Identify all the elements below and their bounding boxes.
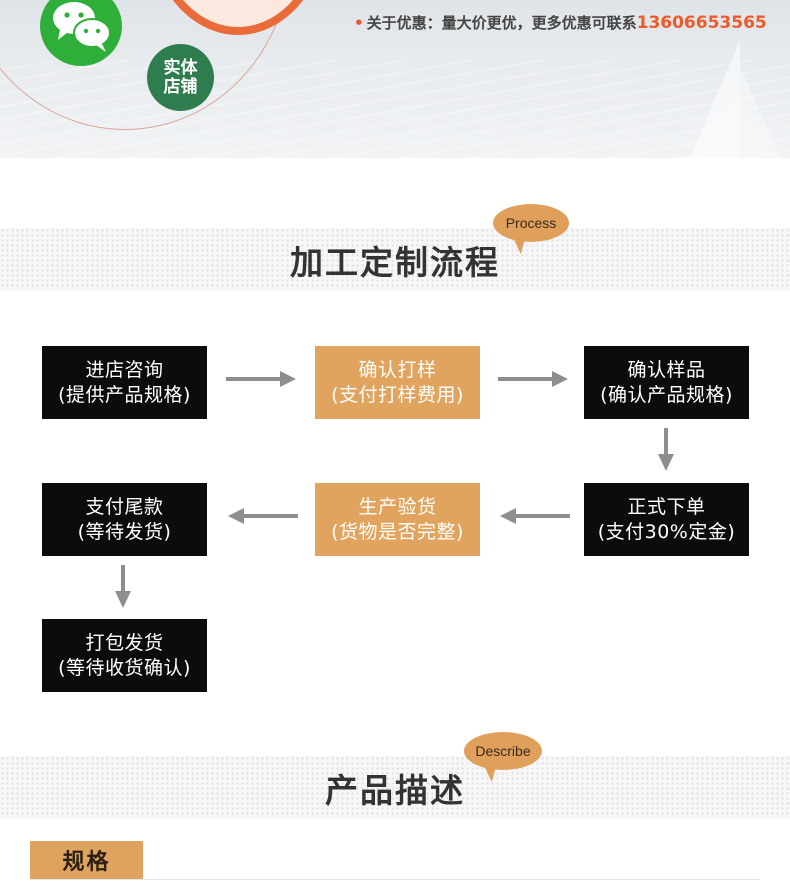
describe-section-title: 产品描述 <box>325 771 465 810</box>
step-ship: 打包发货 (等待收货确认) <box>42 619 207 692</box>
arrow-down-icon <box>658 428 674 471</box>
step-consult-title: 进店咨询 <box>85 358 164 381</box>
sailboat-sail <box>690 40 740 158</box>
step-sampling-note: (支付打样费用) <box>331 383 464 406</box>
spec-divider <box>30 879 760 880</box>
arrow-down-icon <box>115 565 131 608</box>
promo-phone[interactable]: 13606653565 <box>636 13 767 33</box>
step-inspection-title: 生产验货 <box>358 495 437 518</box>
step-final-payment-note: (等待发货) <box>77 520 172 543</box>
arrow-left-icon <box>500 508 570 524</box>
step-sampling: 确认打样 (支付打样费用) <box>315 346 480 419</box>
step-consult: 进店咨询 (提供产品规格) <box>42 346 207 419</box>
process-bubble: Process <box>493 204 569 242</box>
step-ship-title: 打包发货 <box>85 631 164 654</box>
step-sampling-title: 确认打样 <box>358 358 437 381</box>
step-place-order-note: (支付30%定金) <box>597 520 736 543</box>
describe-title-band <box>0 756 790 818</box>
arrow-left-icon <box>228 508 298 524</box>
process-section-title: 加工定制流程 <box>290 243 500 282</box>
step-ship-note: (等待收货确认) <box>58 656 191 679</box>
store-badge-line1: 实体 <box>163 57 198 78</box>
wechat-icon[interactable] <box>40 0 122 66</box>
step-inspection-note: (货物是否完整) <box>331 520 464 543</box>
step-final-payment-title: 支付尾款 <box>85 495 164 518</box>
step-place-order: 正式下单 (支付30%定金) <box>584 483 749 556</box>
step-final-payment: 支付尾款 (等待发货) <box>42 483 207 556</box>
step-place-order-title: 正式下单 <box>627 495 706 518</box>
store-badge-line2: 店铺 <box>163 76 198 97</box>
arrow-right-icon <box>226 371 296 387</box>
describe-bubble: Describe <box>464 732 542 770</box>
step-confirm-sample-note: (确认产品规格) <box>600 383 733 406</box>
step-inspection: 生产验货 (货物是否完整) <box>315 483 480 556</box>
top-banner: 实体 店铺 •关于优惠：量大价更优，更多优惠可联系13606653565 <box>0 0 790 158</box>
spec-tag: 规格 <box>30 841 143 879</box>
bullet-dot-icon: • <box>354 14 364 32</box>
step-confirm-sample: 确认样品 (确认产品规格) <box>584 346 749 419</box>
step-confirm-sample-title: 确认样品 <box>627 358 706 381</box>
store-badge[interactable]: 实体 店铺 <box>147 44 214 111</box>
sailboat-sail-2 <box>740 66 780 158</box>
step-consult-note: (提供产品规格) <box>58 383 191 406</box>
promo-line: •关于优惠：量大价更优，更多优惠可联系13606653565 <box>354 12 767 33</box>
arrow-right-icon <box>498 371 568 387</box>
process-title-band <box>0 228 790 290</box>
promo-text: 关于优惠：量大价更优，更多优惠可联系 <box>366 14 637 32</box>
